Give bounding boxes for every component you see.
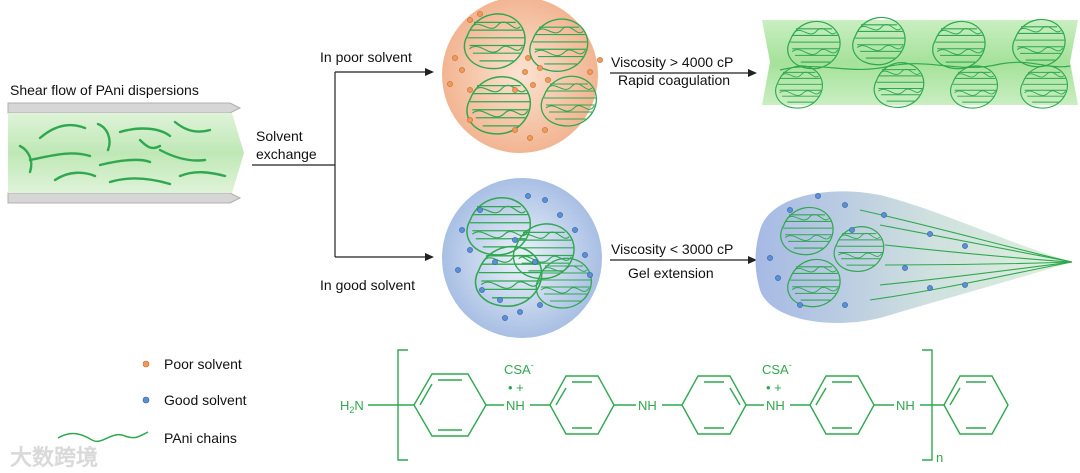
pani-chains-legend-label: PAni chains (164, 430, 237, 446)
pani-chains-legend-line (57, 431, 149, 443)
legend: Poor solvent Good solvent PAni chains (57, 356, 247, 446)
benzene-ring-4 (809, 375, 875, 435)
watermark: 大数跨境 (10, 445, 98, 470)
radical-charge-2: • + (766, 380, 782, 395)
repeat-unit-n: n (936, 450, 943, 465)
solvent-exchange-line2: exchange (256, 146, 317, 162)
poor-solvent-dots (447, 11, 603, 141)
poor-solvent-circle (442, 0, 603, 153)
top-flow-arrow (7, 102, 242, 114)
radical-charge-1: • + (508, 380, 524, 395)
dopant-2-label: CSA- (762, 360, 792, 377)
poor-process-arrowhead (748, 69, 757, 77)
good-solvent-dots (455, 193, 593, 321)
nh-label-2: NH (638, 398, 657, 413)
poor-process-label: Rapid coagulation (618, 72, 730, 88)
branch-connector (252, 71, 425, 258)
coagulated-fiber (762, 16, 1078, 109)
shear-flow-pipe (7, 102, 244, 204)
pani-structure (368, 349, 1009, 461)
good-solvent-circle (442, 178, 602, 338)
good-process-arrowhead (748, 256, 757, 264)
poor-solvent-legend-dot (142, 360, 150, 368)
poor-solvent-label: In poor solvent (320, 49, 412, 65)
nh-label-1: NH (506, 398, 525, 413)
nh-label-3: NH (766, 398, 785, 413)
benzene-ring-3 (681, 375, 747, 435)
nh-label-4: NH (896, 398, 915, 413)
benzene-ring-1 (413, 373, 487, 437)
bottom-flow-arrow (7, 192, 242, 204)
arrow-to-good (425, 253, 434, 261)
arrow-to-poor (425, 68, 434, 76)
good-solvent-legend-dot (142, 396, 150, 404)
pipe-body (8, 113, 244, 193)
pani-structure-labels: H2N CSA- • + NH NH CSA- • + NH NH n (340, 360, 943, 465)
shear-flow-title: Shear flow of PAni dispersions (10, 82, 199, 98)
good-solvent-legend-label: Good solvent (164, 392, 247, 408)
poor-solvent-legend-label: Poor solvent (164, 356, 242, 372)
solvent-exchange-line1: Solvent (256, 128, 303, 144)
dopant-1-label: CSA- (504, 360, 534, 377)
end-group-label: H2N (340, 398, 364, 415)
good-viscosity-label: Viscosity < 3000 cP (611, 241, 733, 257)
stretched-chains (859, 209, 1073, 301)
poor-viscosity-label: Viscosity > 4000 cP (611, 54, 733, 70)
benzene-ring-5 (943, 375, 1009, 435)
good-process-label: Gel extension (628, 265, 714, 281)
good-solvent-label: In good solvent (320, 277, 415, 293)
extended-gel (755, 191, 1073, 323)
gel-solvent-dots (767, 193, 968, 308)
pani-chains-in-pipe (18, 120, 227, 186)
benzene-ring-2 (549, 375, 615, 435)
